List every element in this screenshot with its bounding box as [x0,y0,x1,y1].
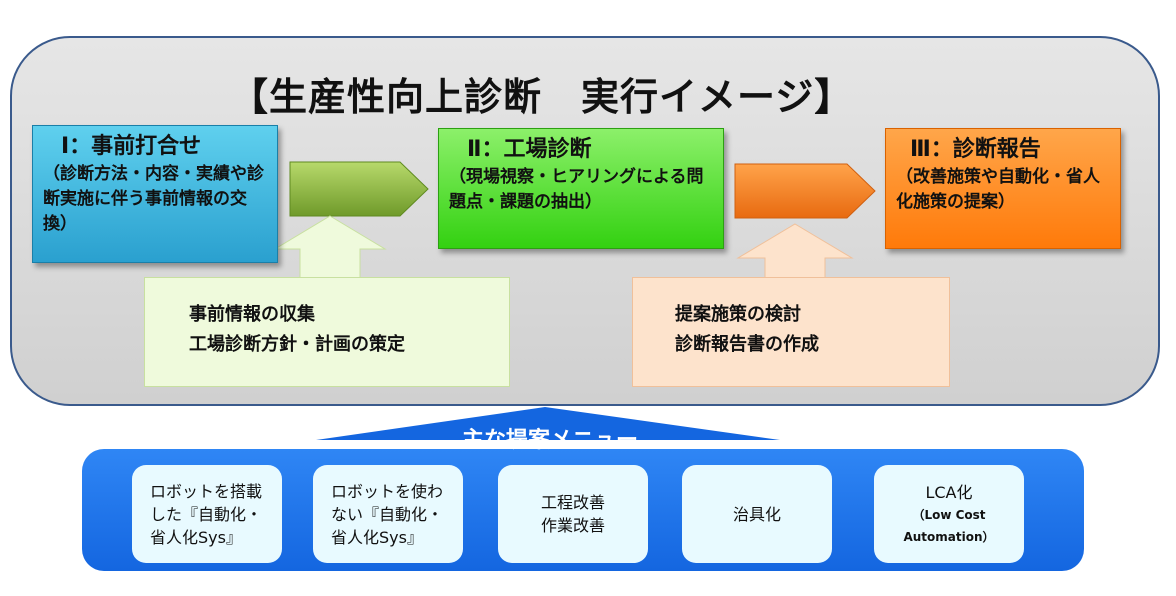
card-line: 省人化Sys』 [150,527,242,547]
menu-card-lca: LCA化 （Low Cost Automation） [874,465,1024,563]
card-line: ロボットを搭載 [150,481,263,501]
input-line: 事前情報の収集 [189,304,315,325]
menu-card-process-improvement: 工程改善 作業改善 [498,465,648,563]
card-line: LCA化 [925,482,973,502]
stage-description: （改善施策や自動化・省人化施策の提案） [896,167,1100,212]
card-line: ロボットを使わ [331,481,444,501]
menu-card-nonrobot-automation: ロボットを使わ ない『自動化・ 省人化Sys』 [313,465,463,563]
up-arrow-1 [273,215,387,281]
stage-description: （診断方法・内容・実績や診断実施に伴う事前情報の交換） [43,164,264,234]
page-title: 【生産性向上診断 実行イメージ】 [230,75,854,119]
stage-heading: Ⅲ：診断報告 [910,137,1041,162]
input-line: 工場診断方針・計画の策定 [189,334,405,355]
stage-heading: Ⅱ：工場診断 [467,137,592,162]
up-arrow-2 [736,223,854,281]
card-line: （Low Cost [912,507,986,522]
card-line: 作業改善 [540,516,605,535]
input-box-preparation: 事前情報の収集 工場診断方針・計画の策定 [144,277,510,387]
stage-description: （現場視察・ヒアリングによる問題点・課題の抽出） [449,167,704,212]
card-line: 省人化Sys』 [331,527,423,547]
menu-card-jig: 治具化 [682,465,832,563]
card-line: 治具化 [732,504,781,524]
flow-arrow-1 [289,161,429,217]
input-line: 診断報告書の作成 [675,334,819,355]
card-line: Automation） [903,529,995,544]
proposal-menu-label: 主な提案メニュー [461,428,638,453]
input-line: 提案施策の検討 [675,304,801,325]
input-box-proposal: 提案施策の検討 診断報告書の作成 [632,277,950,387]
stage-heading: Ⅰ：事前打合せ [61,134,202,159]
stage-factory-diagnosis: Ⅱ：工場診断 （現場視察・ヒアリングによる問題点・課題の抽出） [438,128,724,249]
stage-pre-meeting: Ⅰ：事前打合せ （診断方法・内容・実績や診断実施に伴う事前情報の交換） [32,125,278,263]
menu-pointer [316,407,780,440]
card-line: 工程改善 [540,493,605,512]
flow-arrow-2 [734,163,876,219]
menu-card-robot-automation: ロボットを搭載 した『自動化・ 省人化Sys』 [132,465,282,563]
stage-diagnosis-report: Ⅲ：診断報告 （改善施策や自動化・省人化施策の提案） [885,128,1121,249]
card-line: ない『自動化・ [331,504,444,524]
card-line: した『自動化・ [150,504,263,524]
